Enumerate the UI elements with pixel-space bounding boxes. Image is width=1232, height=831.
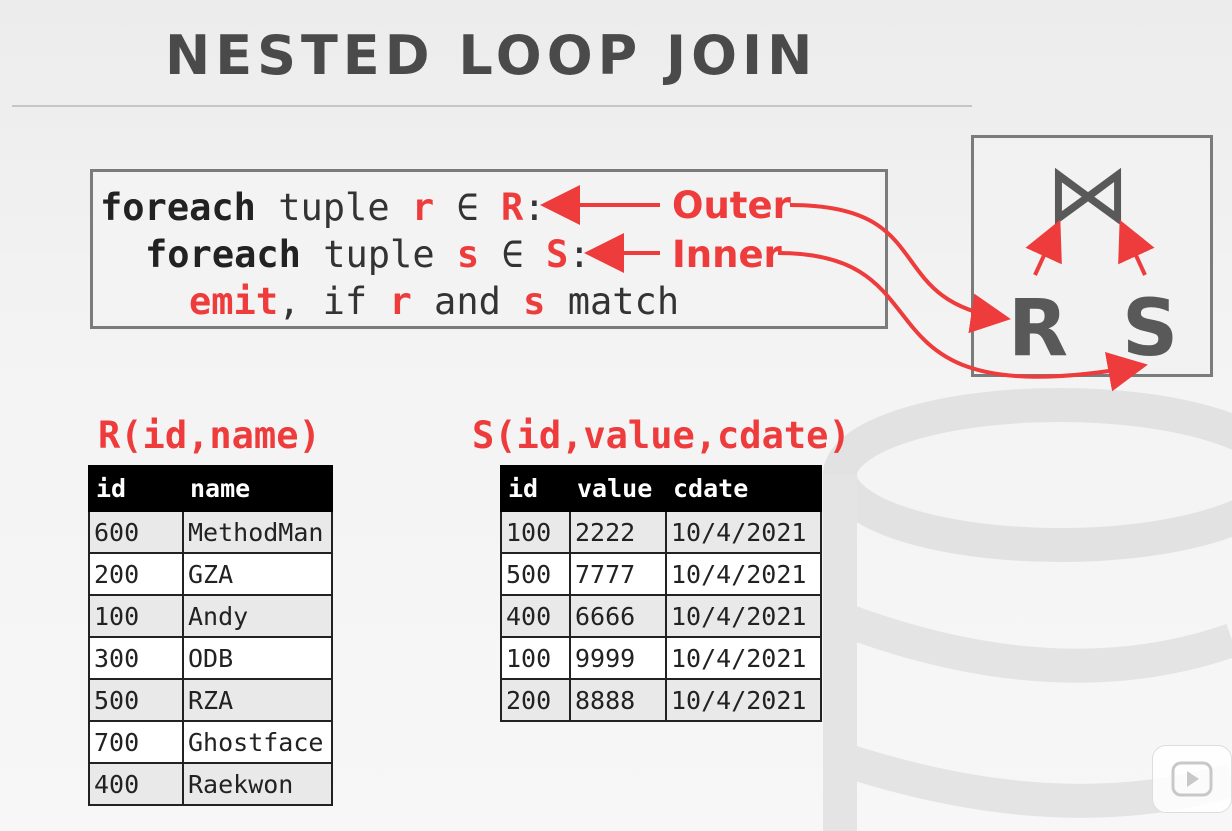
table-cell: 200	[500, 678, 571, 722]
inner-label: Inner	[672, 233, 782, 276]
table-cell: MethodMan	[182, 510, 333, 554]
code-text: , if	[278, 280, 390, 323]
join-operator-icon: ⋈	[1046, 145, 1130, 243]
table-cell: 2222	[569, 510, 667, 554]
play-icon	[1171, 761, 1213, 797]
code-text: ∈	[434, 186, 501, 229]
code-text: and	[411, 280, 524, 323]
code-var: s	[456, 233, 480, 276]
table-cell: 6666	[569, 594, 667, 638]
code-keyword: foreach	[100, 186, 256, 229]
code-var: s	[523, 280, 546, 323]
table-cell: 8888	[569, 678, 667, 722]
table-cell: GZA	[182, 552, 333, 596]
code-keyword-emit: emit	[189, 280, 279, 323]
table-cell: 500	[88, 678, 184, 722]
code-line-outer: foreach tuple r ∈ R:	[100, 186, 546, 229]
table-cell: 100	[88, 594, 184, 638]
code-var: r	[389, 280, 412, 323]
column-header: id	[500, 465, 571, 512]
table-cell: 100	[500, 636, 571, 680]
video-play-button[interactable]	[1152, 745, 1232, 813]
code-var: r	[411, 186, 435, 229]
code-text: tuple	[300, 233, 457, 276]
column-header: id	[88, 465, 184, 512]
table-cell: 600	[88, 510, 184, 554]
table-cell: 10/4/2021	[665, 594, 822, 638]
table-s-title: S(id,value,cdate)	[472, 414, 851, 457]
table-cell: 7777	[569, 552, 667, 596]
title-divider	[12, 105, 972, 107]
column-header: cdate	[665, 465, 822, 512]
code-text: match	[545, 280, 680, 323]
table-r-title: R(id,name)	[98, 414, 321, 457]
tree-node-r: R	[1008, 284, 1069, 374]
table-cell: 100	[500, 510, 571, 554]
pseudocode-box: foreach tuple r ∈ R: foreach tuple s ∈ S…	[90, 169, 888, 329]
code-text: tuple	[255, 186, 412, 229]
table-cell: Andy	[182, 594, 333, 638]
table-cell: 500	[500, 552, 571, 596]
table-cell: 700	[88, 720, 184, 764]
table-cell: 10/4/2021	[665, 552, 822, 596]
table-cell: 9999	[569, 636, 667, 680]
table-cell: 10/4/2021	[665, 510, 822, 554]
table-cell: RZA	[182, 678, 333, 722]
table-cell: Raekwon	[182, 762, 333, 806]
table-cell: 400	[500, 594, 571, 638]
table-header-row: id name	[88, 465, 333, 512]
table-cell: 300	[88, 636, 184, 680]
column-header: value	[569, 465, 667, 512]
table-cell: 10/4/2021	[665, 678, 822, 722]
slide-title: NESTED LOOP JOIN	[165, 24, 818, 87]
code-line-emit: emit, if r and s match	[189, 280, 679, 323]
table-cell: 400	[88, 762, 184, 806]
join-tree-box: ⋈ R S	[971, 135, 1213, 377]
table-header-row: id value cdate	[500, 465, 822, 512]
code-line-inner: foreach tuple s ∈ S:	[145, 233, 591, 276]
code-relation: R	[500, 186, 524, 229]
table-cell: 10/4/2021	[665, 636, 822, 680]
code-relation: S	[545, 233, 569, 276]
code-text: ∈	[479, 233, 546, 276]
table-cell: 200	[88, 552, 184, 596]
column-header: name	[182, 465, 333, 512]
tree-node-s: S	[1122, 284, 1179, 374]
code-text: :	[568, 233, 591, 276]
table-cell: Ghostface	[182, 720, 333, 764]
code-keyword: foreach	[145, 233, 301, 276]
outer-label: Outer	[672, 184, 791, 227]
table-cell: ODB	[182, 636, 333, 680]
code-text: :	[523, 186, 546, 229]
